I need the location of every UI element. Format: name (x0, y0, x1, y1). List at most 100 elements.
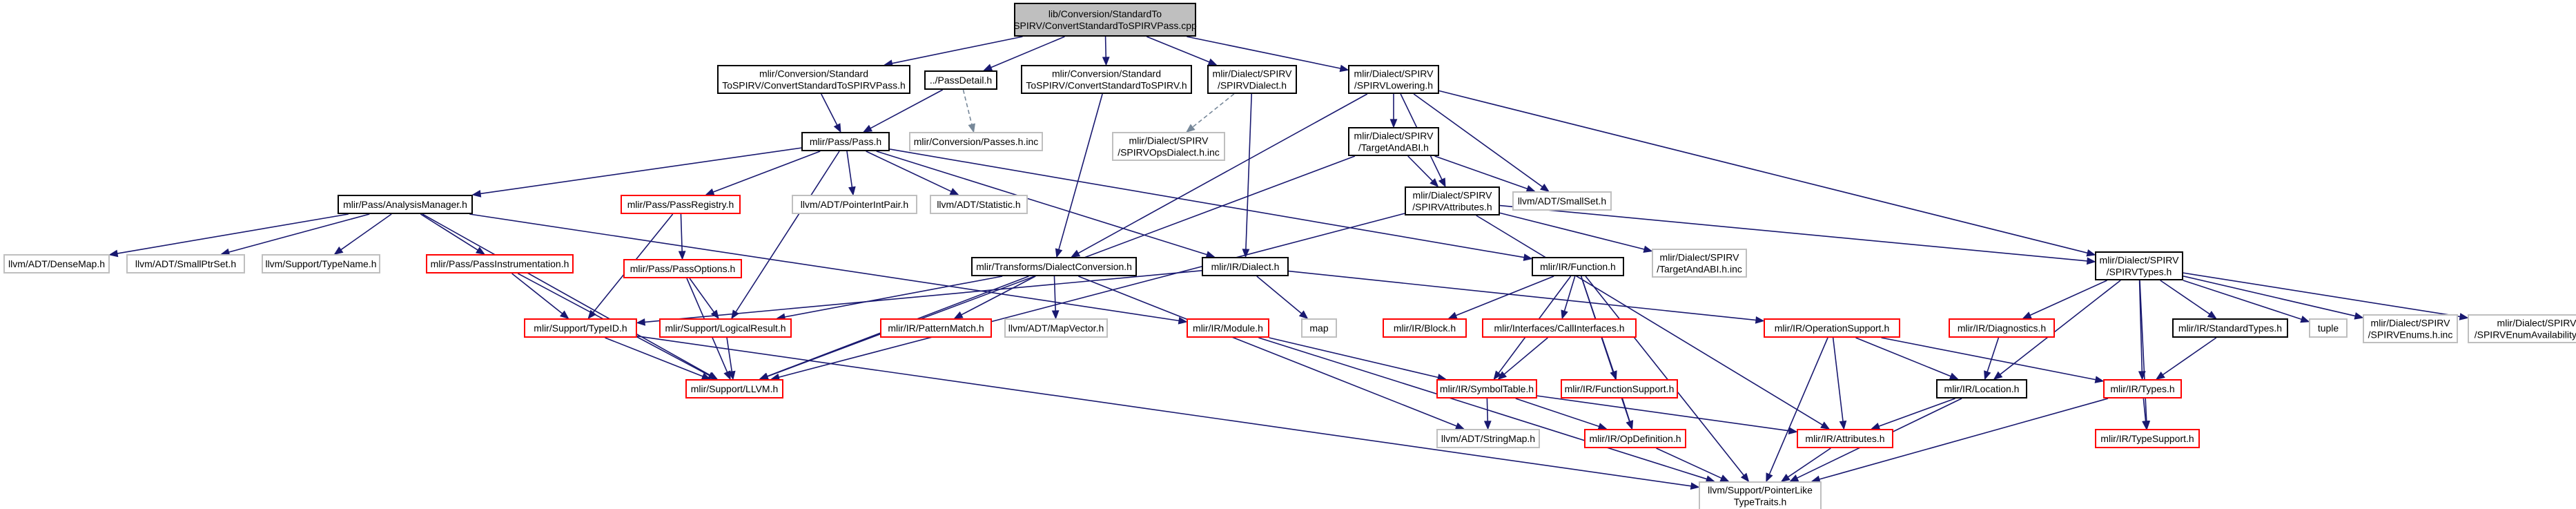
graph-node-pass[interactable]: mlir/Pass/Pass.h (801, 132, 890, 151)
edge-root-to-cstspirvpass (892, 36, 1023, 64)
edge-spirvdialect-to-irdialect (1245, 93, 1253, 250)
node-label: mlir/Dialect/SPIRV (1413, 190, 1493, 201)
graph-node-functionsupport[interactable]: mlir/IR/FunctionSupport.h (1561, 379, 1678, 398)
node-box (2363, 314, 2458, 343)
graph-node-location[interactable]: mlir/IR/Location.h (1936, 379, 2027, 398)
edge-symboltable-to-attributes (1536, 395, 1790, 432)
graph-node-function[interactable]: mlir/IR/Function.h (1532, 257, 1624, 276)
graph-node-module[interactable]: mlir/IR/Module.h (1187, 318, 1269, 338)
node-label: mlir/Transforms/DialectConversion.h (976, 261, 1132, 272)
arrowhead-icon (1643, 245, 1653, 253)
graph-node-spirvtypes[interactable]: mlir/Dialect/SPIRV/SPIRVTypes.h (2095, 251, 2183, 280)
graph-node-passinstr[interactable]: mlir/Pass/PassInstrumentation.h (426, 254, 574, 273)
node-box (880, 318, 992, 338)
graph-node-irdialect[interactable]: mlir/IR/Dialect.h (1202, 257, 1289, 276)
graph-node-passoptions[interactable]: mlir/Pass/PassOptions.h (623, 259, 742, 278)
graph-node-passdetail[interactable]: ../PassDetail.h (924, 70, 997, 90)
arrowhead-icon (1339, 64, 1349, 73)
edge-spirvlowering-to-smallset (1413, 93, 1543, 188)
node-box (1764, 318, 1900, 338)
graph-node-llvmh[interactable]: mlir/Support/LLVM.h (685, 379, 783, 398)
node-label: mlir/IR/PatternMatch.h (888, 323, 984, 334)
edge-targetandabi-to-smallset (1434, 155, 1528, 190)
node-label: llvm/ADT/DenseMap.h (8, 258, 105, 269)
node-box (1348, 127, 1439, 156)
node-box (1021, 65, 1192, 94)
edge-spirvlowering-to-spirvtypes (1438, 90, 2088, 254)
graph-node-spirvattributes[interactable]: mlir/Dialect/SPIRV/SPIRVAttributes.h (1405, 186, 1500, 215)
node-label: /SPIRVLowering.h (1354, 80, 1433, 91)
graph-node-block[interactable]: mlir/IR/Block.h (1383, 318, 1467, 338)
edge-spirvtypes-to-standardtypes (2160, 280, 2210, 315)
node-label: mlir/IR/Function.h (1540, 261, 1616, 272)
edge-attributes-to-pointerlike (1787, 448, 1831, 478)
arrowhead-icon (707, 372, 718, 380)
node-box (1436, 429, 1540, 448)
arrowhead-icon (2459, 313, 2469, 320)
edge-pass-to-pointerintpair (846, 151, 853, 188)
edge-analysismgr-to-densemap (117, 213, 349, 254)
graph-node-cstspirv[interactable]: mlir/Conversion/StandardToSPIRV/ConvertS… (1021, 65, 1192, 94)
node-label: mlir/Pass/PassOptions.h (630, 263, 736, 274)
graph-node-root[interactable]: lib/Conversion/StandardToSPIRV/ConvertSt… (1013, 3, 1197, 37)
node-label: mlir/IR/StandardTypes.h (2178, 323, 2282, 334)
graph-node-spirvlowering[interactable]: mlir/Dialect/SPIRV/SPIRVLowering.h (1348, 65, 1439, 94)
graph-node-spirvenumavail_inc: mlir/Dialect/SPIRV/SPIRVEnumAvailability… (2468, 314, 2576, 343)
graph-node-irtypes[interactable]: mlir/IR/Types.h (2103, 379, 2182, 398)
graph-node-stringmap: llvm/ADT/StringMap.h (1436, 429, 1540, 448)
graph-node-smallset: llvm/ADT/SmallSet.h (1512, 191, 1612, 211)
edge-passoptions-to-logicalresult (689, 278, 715, 313)
graph-node-spirvdialect[interactable]: mlir/Dialect/SPIRV/SPIRVDialect.h (1207, 65, 1297, 94)
edge-spirvtypes-to-location (2000, 280, 2121, 375)
graph-node-standardtypes[interactable]: mlir/IR/StandardTypes.h (2172, 318, 2288, 338)
graph-nodes: lib/Conversion/StandardToSPIRV/ConvertSt… (3, 3, 2576, 509)
node-box (1936, 379, 2027, 398)
graph-node-pointerintpair: llvm/ADT/PointerIntPair.h (792, 195, 917, 214)
node-label: llvm/ADT/Statistic.h (937, 199, 1020, 210)
node-box (1584, 429, 1686, 448)
node-box (685, 379, 783, 398)
node-label: mlir/Conversion/Standard (1052, 68, 1161, 79)
node-label: /SPIRVEnumAvailability.h.inc (2475, 329, 2576, 340)
graph-node-diagnostics[interactable]: mlir/IR/Diagnostics.h (1949, 318, 2055, 338)
node-box (1482, 318, 1637, 338)
node-box (2309, 318, 2348, 338)
edge-functionsupport-to-opdefinition (1621, 398, 1630, 422)
arrowhead-icon (1690, 482, 1700, 490)
arrowhead-icon (848, 186, 856, 196)
node-label: mlir/IR/Location.h (1944, 383, 2020, 394)
graph-node-typeid[interactable]: mlir/Support/TypeID.h (524, 318, 637, 338)
graph-node-analysismgr[interactable]: mlir/Pass/AnalysisManager.h (338, 195, 473, 214)
edge-passinstr-to-typeid (511, 273, 563, 314)
edge-symboltable-to-opdefinition (1515, 398, 1600, 428)
node-label: ToSPIRV/ConvertStandardToSPIRV.h (1026, 80, 1187, 91)
arrowhead-icon (833, 123, 841, 133)
arrowhead-icon (476, 247, 486, 255)
graph-node-patternmatch[interactable]: mlir/IR/PatternMatch.h (880, 318, 992, 338)
arrowhead-icon (1523, 253, 1533, 261)
edge-function-to-pointerlike (1585, 276, 1745, 476)
graph-node-logicalresult[interactable]: mlir/Support/LogicalResult.h (659, 318, 792, 338)
edge-spirvtypes-to-diagnostics (2029, 280, 2107, 316)
node-label: llvm/ADT/SmallPtrSet.h (135, 258, 236, 269)
arrowhead-icon (2300, 316, 2310, 323)
edge-pass-to-statistic (866, 151, 952, 193)
edge-root-to-passdetail (991, 36, 1065, 68)
graph-node-dialectconv[interactable]: mlir/Transforms/DialectConversion.h (971, 257, 1137, 276)
node-label: mlir/IR/Diagnostics.h (1958, 323, 2046, 334)
node-label: mlir/IR/Module.h (1193, 323, 1263, 334)
edge-dialectconv-to-patternmatch (961, 276, 1036, 316)
arrowhead-icon (1788, 427, 1798, 435)
graph-node-symboltable[interactable]: mlir/IR/SymbolTable.h (1436, 379, 1537, 398)
arrowhead-icon (1755, 316, 1765, 324)
node-label: mlir/IR/TypeSupport.h (2100, 433, 2194, 444)
graph-node-callinterfaces[interactable]: mlir/Interfaces/CallInterfaces.h (1482, 318, 1637, 338)
graph-node-attributes[interactable]: mlir/IR/Attributes.h (1797, 429, 1893, 448)
graph-node-cstspirvpass[interactable]: mlir/Conversion/StandardToSPIRV/ConvertS… (717, 65, 910, 94)
graph-node-targetandabi[interactable]: mlir/Dialect/SPIRV/TargetAndABI.h (1348, 127, 1439, 156)
graph-node-opsupport[interactable]: mlir/IR/OperationSupport.h (1764, 318, 1900, 338)
graph-node-typesupport[interactable]: mlir/IR/TypeSupport.h (2095, 429, 2200, 448)
graph-node-opdefinition[interactable]: mlir/IR/OpDefinition.h (1584, 429, 1686, 448)
graph-node-statistic: llvm/ADT/Statistic.h (930, 195, 1028, 214)
graph-node-passregistry[interactable]: mlir/Pass/PassRegistry.h (621, 195, 741, 214)
